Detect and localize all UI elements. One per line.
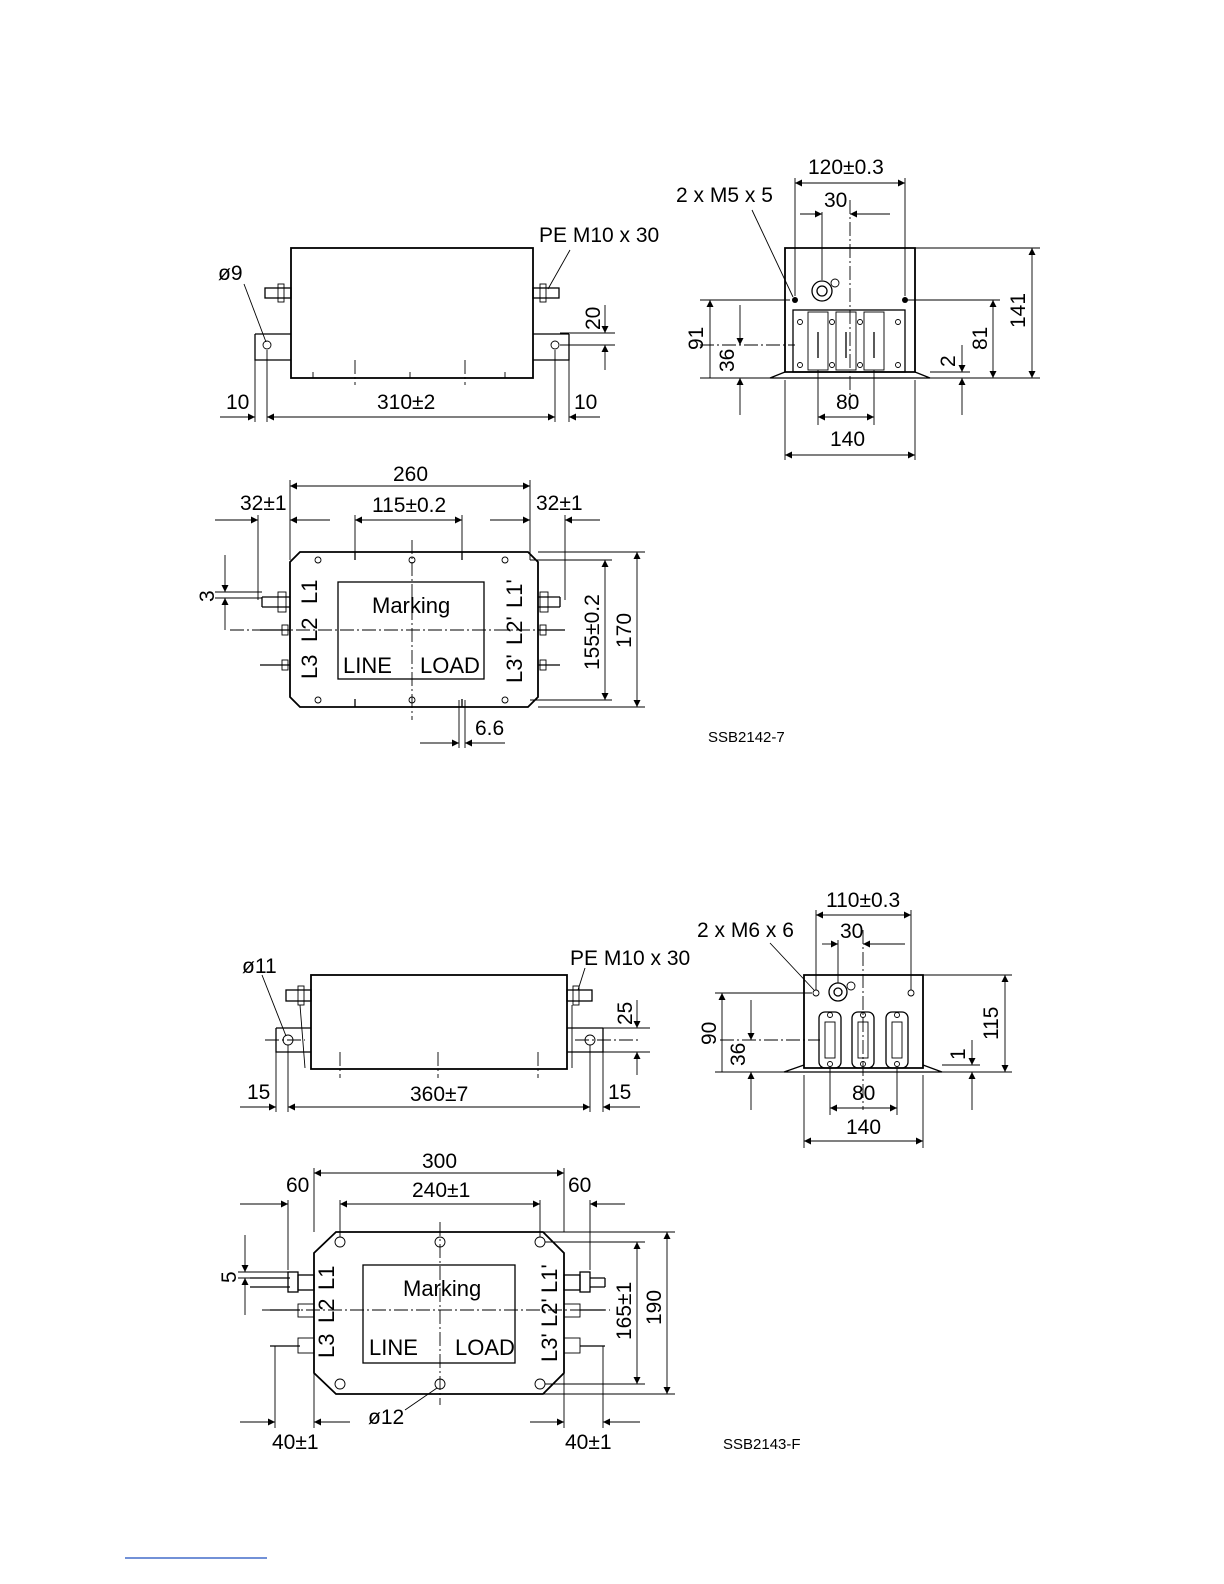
drawing2-top-view [238, 1168, 675, 1428]
d2-width-tol-label: 110±0.3 [826, 889, 900, 912]
d2-height-90-label: 90 [698, 1022, 721, 1045]
d2-l2p-label: L2' [537, 1298, 562, 1327]
drawing1-top-view [215, 480, 645, 748]
d2-height-36-label: 36 [727, 1043, 750, 1066]
d1-width-170-label: 170 [613, 613, 636, 648]
d1-pitch-115-label: 115±0.2 [372, 494, 446, 517]
d2-height-115-label: 115 [980, 1007, 1003, 1040]
d1-height-81-label: 81 [969, 327, 992, 350]
d1-l1p-label: L1' [502, 579, 527, 608]
d2-width-165-label: 165±1 [613, 1282, 636, 1340]
d1-left-10-label: 10 [226, 391, 249, 414]
d2-drawing-code: SSB2143-F [723, 1436, 801, 1453]
drawing2-side-view [240, 967, 650, 1112]
d1-height-2-label: 2 [937, 355, 960, 367]
drawing2-end-view [715, 910, 1012, 1148]
d2-width-140-label: 140 [846, 1116, 881, 1139]
d1-l3p-label: L3' [502, 654, 527, 683]
d1-offset-3-label: 3 [196, 590, 219, 602]
d1-l1-label: L1 [297, 580, 322, 604]
d2-height-25-label: 25 [614, 1002, 637, 1025]
d2-l3p-label: L3' [537, 1333, 562, 1362]
d1-width-tol-label: 120±0.3 [808, 156, 884, 179]
d1-width-140-label: 140 [830, 428, 865, 451]
d1-height-91-label: 91 [685, 327, 708, 350]
d1-marking-label: Marking [372, 593, 450, 618]
d1-height-36-label: 36 [716, 349, 739, 372]
d1-overall-260-label: 260 [393, 463, 428, 486]
d1-l2-label: L2 [297, 618, 322, 642]
d2-hole-12-label: ø12 [368, 1406, 404, 1429]
d2-right-60-label: 60 [568, 1174, 591, 1197]
d2-height-1-label: 1 [947, 1048, 970, 1060]
d1-height-20-label: 20 [582, 307, 605, 330]
d2-hole-dia-label: ø11 [242, 955, 277, 978]
d1-line-label: LINE [343, 653, 392, 678]
d1-l3-label: L3 [297, 655, 322, 679]
d2-pe-stud-label: PE M10 x 30 [570, 947, 690, 970]
d2-marking-label: Marking [403, 1276, 481, 1301]
d1-height-141-label: 141 [1007, 293, 1030, 328]
d2-screws-label: 2 x M6 x 6 [697, 919, 794, 942]
d2-offset-30-label: 30 [840, 920, 863, 943]
d2-overall-300-label: 300 [422, 1150, 457, 1173]
d2-spacing-80-label: 80 [852, 1082, 875, 1105]
d2-left-60-label: 60 [286, 1174, 309, 1197]
d1-load-label: LOAD [420, 653, 480, 678]
d2-right-40-label: 40±1 [565, 1431, 612, 1454]
drawing1-end-view [700, 178, 1040, 460]
d1-pe-stud-label: PE M10 x 30 [539, 224, 659, 247]
d2-line-label: LINE [369, 1335, 418, 1360]
d2-pitch-240-label: 240±1 [412, 1179, 470, 1202]
d2-offset-5-label: 5 [218, 1271, 241, 1283]
d1-right-32-label: 32±1 [536, 492, 583, 515]
d2-l1p-label: L1' [537, 1264, 562, 1293]
d1-offset-30-label: 30 [824, 189, 847, 212]
d2-right-15-label: 15 [608, 1081, 631, 1104]
d1-right-10-label: 10 [574, 391, 597, 414]
d2-l3-label: L3 [314, 1334, 339, 1358]
d2-left-15-label: 15 [247, 1081, 270, 1104]
d2-l2-label: L2 [314, 1299, 339, 1323]
d2-load-label: LOAD [455, 1335, 515, 1360]
d1-l2p-label: L2' [502, 616, 527, 645]
d1-screws-label: 2 x M5 x 5 [676, 184, 773, 207]
d1-slot-66-label: 6.6 [475, 717, 504, 740]
d1-left-32-label: 32±1 [240, 492, 287, 515]
d2-length-label: 360±7 [410, 1083, 468, 1106]
d1-spacing-80-label: 80 [836, 391, 859, 414]
d2-left-40-label: 40±1 [272, 1431, 319, 1454]
d1-drawing-code: SSB2142-7 [708, 729, 785, 746]
d2-l1-label: L1 [314, 1266, 339, 1290]
drawing1-side-view [220, 247, 615, 422]
d1-length-label: 310±2 [377, 391, 435, 414]
d1-hole-dia-label: ø9 [218, 262, 243, 285]
d2-width-190-label: 190 [643, 1290, 666, 1325]
d1-width-155-label: 155±0.2 [581, 594, 604, 670]
